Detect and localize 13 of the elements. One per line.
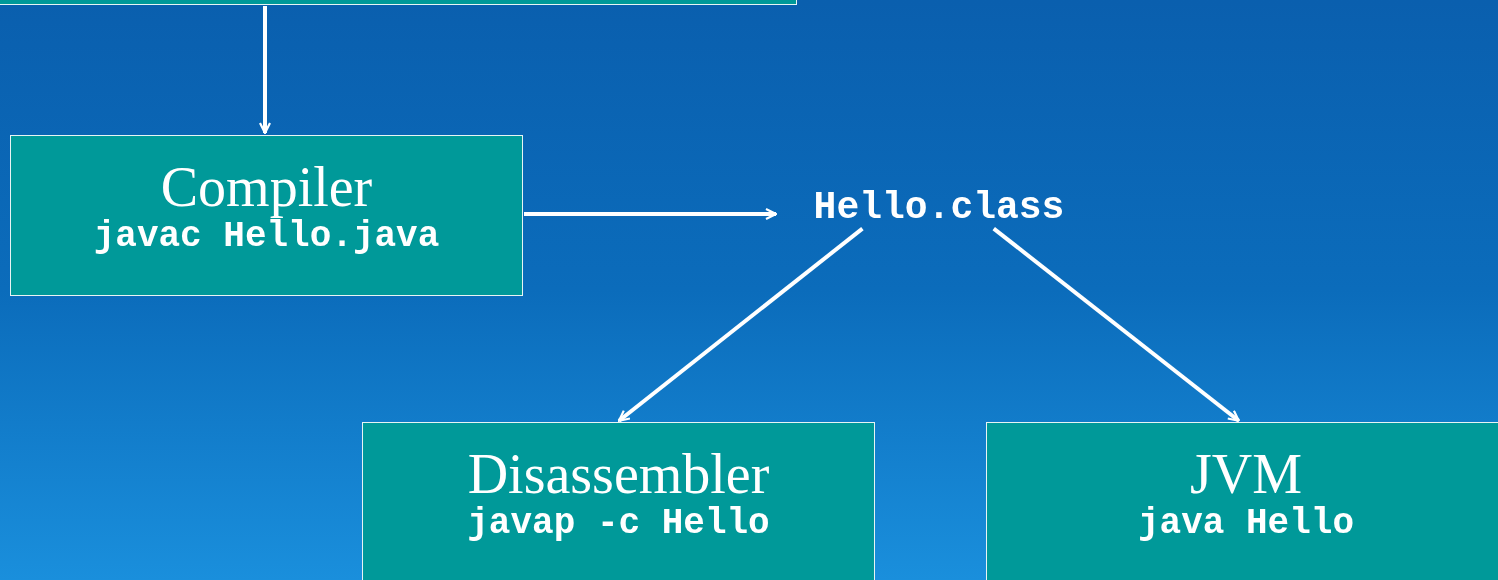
arrow [258, 6, 272, 135]
arrow [617, 227, 864, 423]
box-title: JVM [1190, 445, 1302, 504]
process-box [986, 422, 1498, 580]
command-text: java Hello [1137, 503, 1354, 544]
arrow [992, 227, 1240, 423]
command-text: javap -c Hello [467, 503, 770, 544]
arrow [524, 207, 778, 221]
box-title: Disassembler [467, 445, 770, 504]
process-box [362, 422, 875, 580]
file-name-label: Hello.class [813, 187, 1065, 229]
process-box [10, 135, 523, 296]
box-title: Compiler [160, 158, 373, 217]
